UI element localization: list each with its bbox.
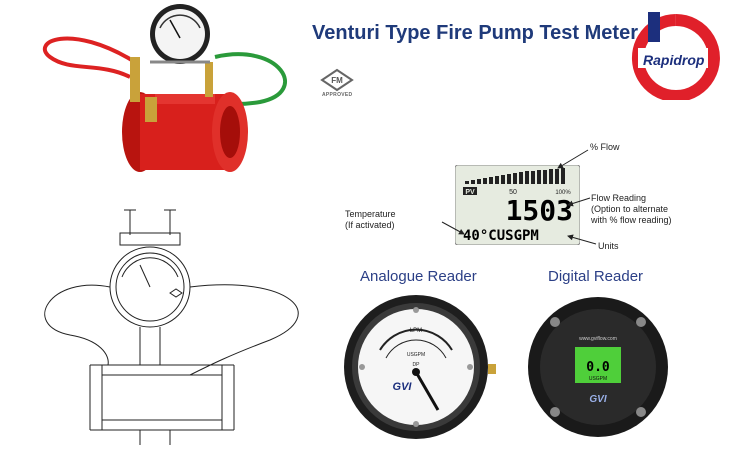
digital-reader: www.gviflow.com 0.0 USGPM GVI (528, 297, 668, 437)
label-temperature: Temperature (If activated) (345, 209, 396, 231)
digital-brand: GVI (589, 394, 606, 405)
analogue-mid-unit: USGPM (407, 352, 425, 358)
analogue-reader: LPM USGPM DP GVI (344, 295, 496, 439)
label-flow-reading: Flow Reading (Option to alternate with %… (591, 193, 672, 226)
lcd-bottom-line: 40°CUSGPM (463, 228, 539, 244)
label-temperature-line2: (If activated) (345, 220, 395, 230)
analogue-reader-title: Analogue Reader (360, 268, 477, 285)
digital-unit: USGPM (589, 376, 607, 382)
lcd-scale-mid: 50 (509, 189, 517, 196)
label-flow-reading-line2: (Option to alternate (591, 204, 669, 214)
analogue-dp-label: DP (413, 362, 421, 368)
lcd-flow-value: 1503 (506, 194, 573, 227)
analogue-top-unit: LPM (410, 328, 422, 334)
venturi-meter-photo (42, 4, 287, 172)
annotation-arrows (441, 149, 597, 245)
venturi-meter-drawing (44, 209, 299, 445)
label-flow-reading-line3: with % flow reading) (591, 215, 672, 225)
label-percent-flow: % Flow (590, 142, 620, 152)
digital-value: 0.0 (586, 360, 610, 375)
lcd-scale-max: 100% (555, 190, 571, 196)
digital-url: www.gviflow.com (579, 336, 617, 342)
fm-label: FM (331, 76, 343, 85)
digital-reader-title: Digital Reader (548, 268, 644, 285)
logo-text: Rapidrop (643, 52, 705, 68)
rapidrop-logo (631, 12, 720, 100)
lcd-mode-badge: PV (465, 189, 475, 196)
label-flow-reading-line1: Flow Reading (591, 193, 647, 203)
lcd-display: PV 50 100% 1503 40°CUSGPM (455, 165, 580, 245)
fm-approved-label: APPROVED (322, 92, 353, 98)
fm-approved-mark: FM (320, 68, 354, 92)
label-units: Units (598, 241, 619, 251)
analogue-brand: GVI (393, 381, 413, 393)
label-temperature-line1: Temperature (345, 209, 396, 219)
page-title: Venturi Type Fire Pump Test Meter (312, 22, 638, 44)
